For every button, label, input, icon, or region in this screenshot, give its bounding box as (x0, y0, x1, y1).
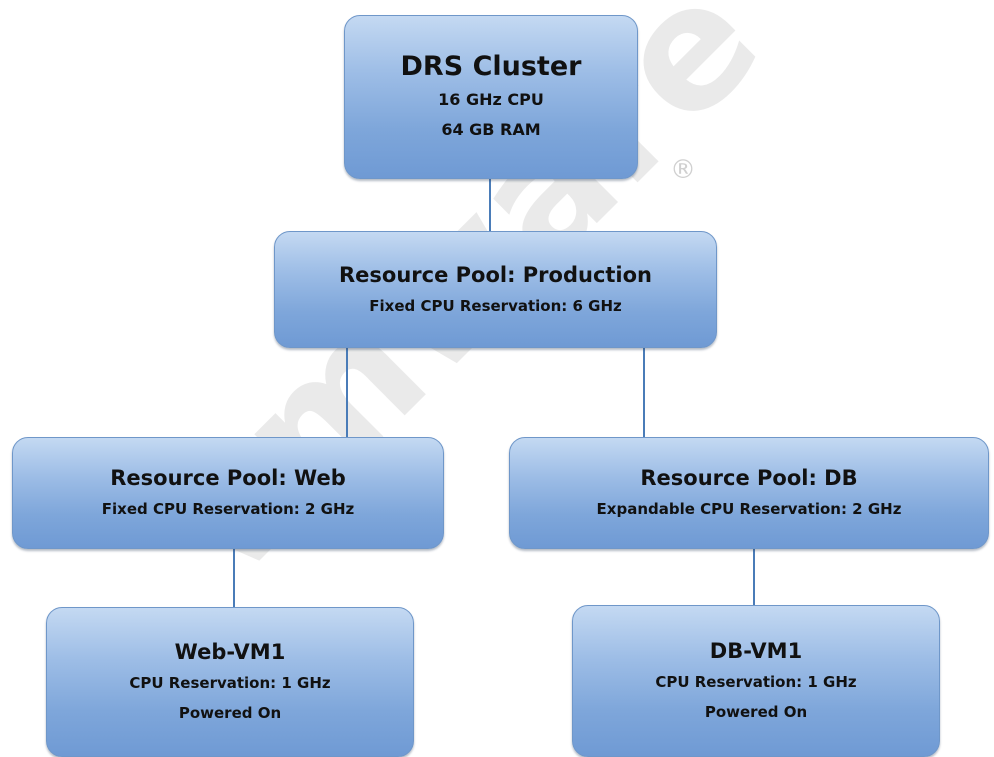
node-web-vm1: Web-VM1 CPU Reservation: 1 GHz Powered O… (46, 607, 414, 757)
connector-web-to-web-vm1 (233, 548, 235, 608)
watermark-registered-mark: ® (670, 155, 696, 185)
node-web-pool-title: Resource Pool: Web (110, 466, 346, 490)
node-drs-cluster-cpu: 16 GHz CPU (438, 90, 544, 109)
node-web-pool-reservation: Fixed CPU Reservation: 2 GHz (101, 500, 355, 518)
connector-production-to-web (346, 346, 348, 438)
node-web-pool: Resource Pool: Web Fixed CPU Reservation… (12, 437, 444, 549)
connector-production-to-db (643, 346, 645, 438)
node-db-vm1: DB-VM1 CPU Reservation: 1 GHz Powered On (572, 605, 940, 757)
node-db-pool-reservation: Expandable CPU Reservation: 2 GHz (596, 500, 902, 518)
connector-cluster-to-production (489, 178, 491, 232)
node-drs-cluster: DRS Cluster 16 GHz CPU 64 GB RAM (344, 15, 638, 179)
node-production-pool: Resource Pool: Production Fixed CPU Rese… (274, 231, 717, 348)
node-db-vm1-reservation: CPU Reservation: 1 GHz (655, 673, 857, 691)
node-web-vm1-reservation: CPU Reservation: 1 GHz (129, 674, 331, 692)
connector-db-to-db-vm1 (753, 548, 755, 606)
node-web-vm1-state: Powered On (178, 704, 282, 722)
node-db-vm1-state: Powered On (704, 703, 808, 721)
node-drs-cluster-ram: 64 GB RAM (441, 120, 541, 139)
node-production-pool-reservation: Fixed CPU Reservation: 6 GHz (369, 296, 622, 315)
node-db-pool-title: Resource Pool: DB (640, 466, 858, 490)
node-production-pool-title: Resource Pool: Production (338, 262, 653, 287)
node-web-vm1-title: Web-VM1 (174, 640, 286, 664)
node-db-pool: Resource Pool: DB Expandable CPU Reserva… (509, 437, 989, 549)
node-drs-cluster-title: DRS Cluster (400, 51, 582, 82)
node-db-vm1-title: DB-VM1 (709, 639, 803, 663)
